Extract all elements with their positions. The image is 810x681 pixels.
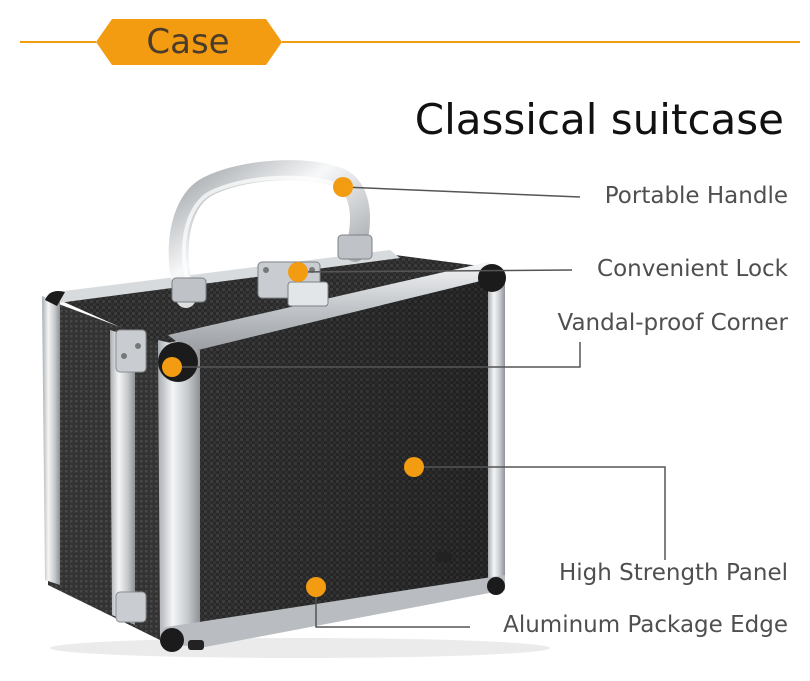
frame-right (488, 268, 505, 590)
page-title: Classical suitcase (414, 95, 784, 144)
frame-top-edge (168, 262, 505, 352)
line-handle (342, 186, 581, 198)
front-panel-shade (195, 278, 492, 640)
header-tag (20, 19, 800, 65)
line-edge (315, 587, 470, 628)
line-lock (297, 269, 573, 273)
markers (162, 177, 424, 597)
callout-lines (172, 186, 666, 628)
marker-panel (404, 457, 424, 477)
floor-shadow (50, 638, 550, 658)
corner-cap-front-bottom (160, 628, 184, 652)
foot-left (188, 640, 204, 650)
callout-aluminum-package-edge: Aluminum Package Edge (503, 612, 788, 638)
suitcase (42, 160, 550, 658)
corner-cap-right-top (478, 264, 506, 292)
callout-vandal-proof-corner: Vandal-proof Corner (557, 310, 788, 336)
handle-mount-left (171, 277, 207, 303)
hinge-rivet-1 (121, 353, 127, 359)
frame-back-left (42, 296, 60, 585)
line-corner (172, 342, 581, 368)
lock-clasp (287, 281, 329, 307)
frame-bottom (160, 575, 505, 648)
marker-handle (333, 177, 353, 197)
frame-front-left (158, 340, 200, 645)
handle (168, 160, 370, 308)
lock-rivet-1 (263, 267, 269, 273)
foot-right (436, 552, 452, 562)
line-panel (414, 466, 666, 560)
corner-cap-right-bottom (487, 577, 505, 595)
marker-lock (288, 262, 308, 282)
hinge-top (115, 329, 147, 373)
callout-high-strength-panel: High Strength Panel (558, 560, 788, 586)
tag-label: Case (146, 22, 230, 62)
frame-seam (110, 330, 135, 625)
hinge-bottom (115, 591, 147, 623)
marker-edge (306, 577, 326, 597)
tag-pill (96, 19, 282, 65)
top-panel (55, 255, 495, 345)
marker-corner (162, 357, 182, 377)
callout-portable-handle: Portable Handle (604, 183, 788, 209)
corner-cap-back-top (45, 291, 65, 306)
handle-mount-right (337, 234, 373, 260)
hinge-rivet-2 (135, 343, 141, 349)
handle-highlight (182, 175, 336, 292)
callout-convenient-lock: Convenient Lock (597, 256, 788, 282)
